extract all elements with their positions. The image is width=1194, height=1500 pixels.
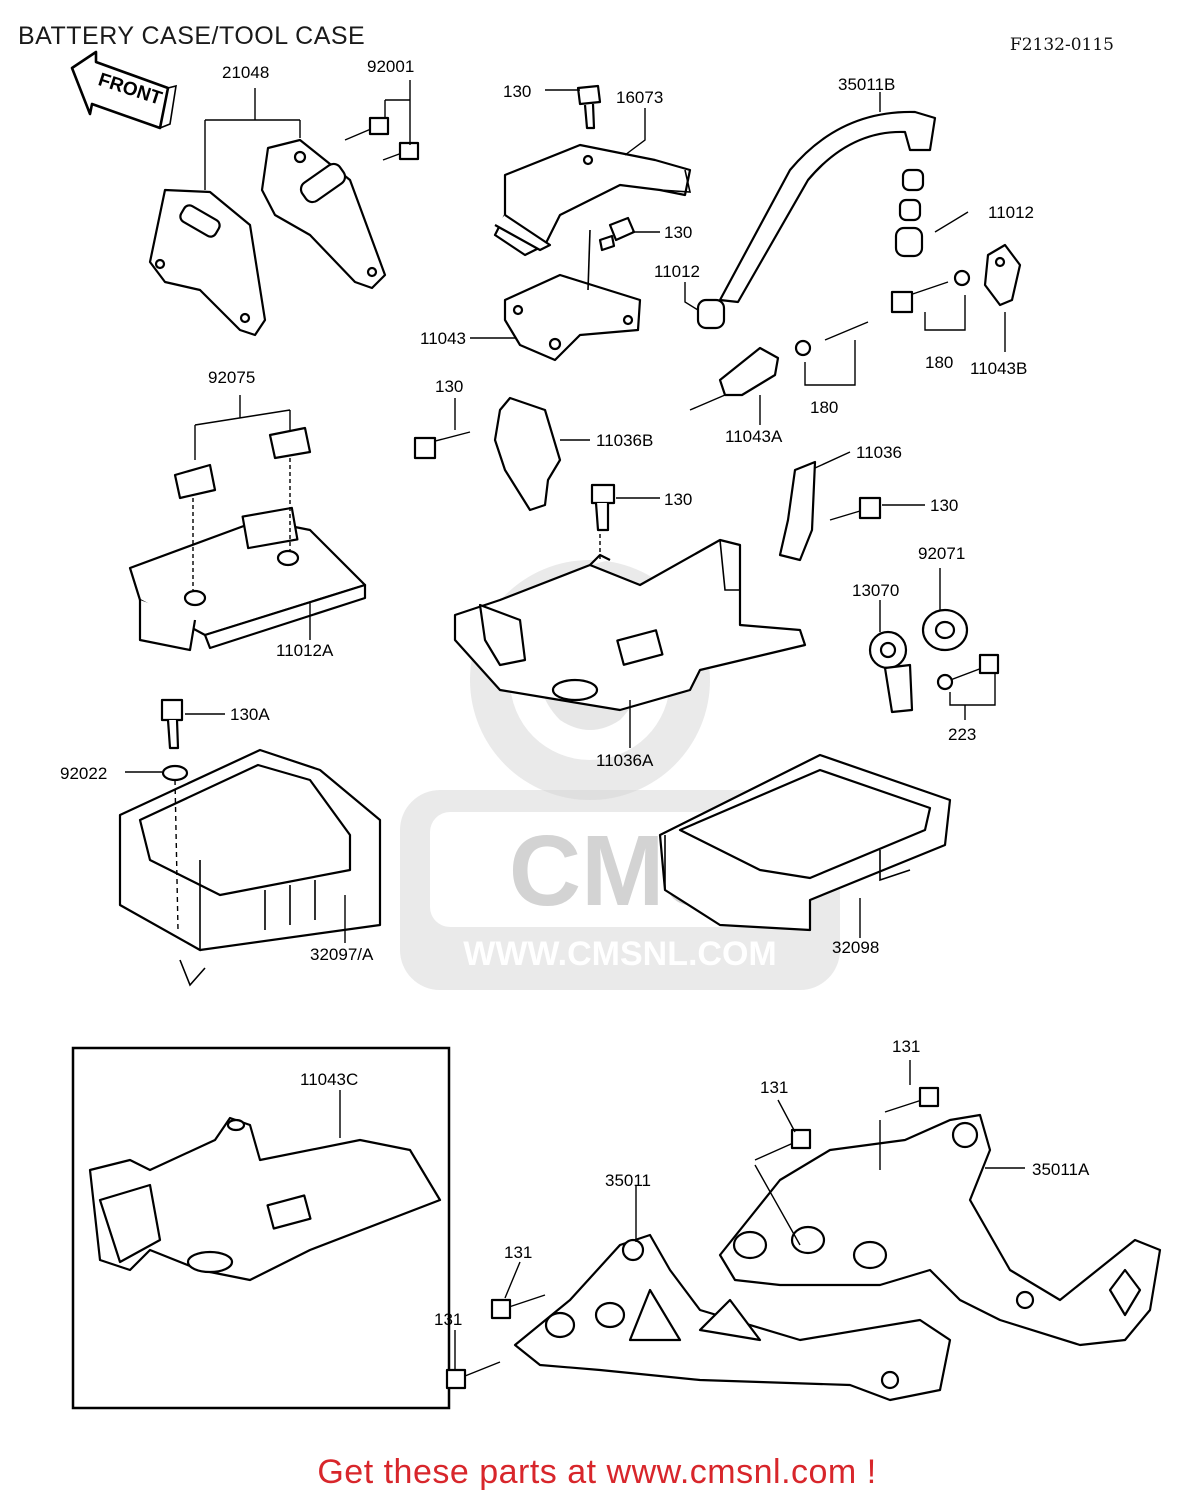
label-130-c: 130 [435, 377, 463, 396]
part-11012-cap [696, 226, 924, 330]
page-title: BATTERY CASE/TOOL CASE [18, 22, 366, 50]
part-223 [936, 653, 1000, 691]
part-21048 [148, 88, 387, 337]
label-131-d: 131 [434, 1310, 462, 1329]
part-130-d [590, 483, 616, 532]
part-11036 [778, 460, 817, 562]
label-131-a: 131 [892, 1037, 920, 1056]
label-131-c: 131 [504, 1243, 532, 1262]
part-35011 [513, 1233, 952, 1402]
part-11043 [503, 229, 642, 362]
part-labels: 21048 92001 130 16073 35011B 11012 130 1… [60, 57, 1090, 1329]
label-130A: 130A [230, 705, 270, 724]
label-11036B: 11036B [596, 431, 653, 450]
part-32097A [118, 698, 382, 987]
label-223: 223 [948, 725, 976, 744]
figure-code: F2132-0115 [1009, 35, 1114, 55]
label-92071: 92071 [918, 544, 965, 563]
label-11036: 11036 [856, 443, 902, 462]
part-92071 [921, 608, 969, 652]
part-11043A [689, 346, 780, 411]
label-92075: 92075 [208, 368, 255, 387]
label-21048: 21048 [222, 63, 269, 82]
label-180-b: 180 [810, 398, 838, 417]
label-11012A: 11012A [276, 641, 334, 660]
label-92001: 92001 [367, 57, 414, 76]
part-130-e [829, 496, 882, 521]
label-11043A: 11043A [725, 427, 783, 446]
label-35011: 35011 [605, 1171, 651, 1190]
label-180-a: 180 [925, 353, 953, 372]
label-32097A: 32097/A [310, 945, 374, 964]
label-13070: 13070 [852, 581, 899, 600]
label-130-top: 130 [503, 82, 531, 101]
part-130-top [576, 84, 602, 130]
label-131-b: 131 [760, 1078, 788, 1097]
label-130-d: 130 [664, 490, 692, 509]
part-11043B [983, 243, 1022, 307]
label-130-b: 130 [664, 223, 692, 242]
part-180 [794, 269, 971, 357]
label-92022: 92022 [60, 764, 107, 783]
part-16073 [493, 143, 692, 257]
label-35011A: 35011A [1032, 1160, 1090, 1179]
label-11043C: 11043C [300, 1070, 358, 1089]
part-92001 [344, 80, 420, 161]
label-32098: 32098 [832, 938, 879, 957]
label-11036A: 11036A [596, 751, 654, 770]
leader-lines [125, 89, 1025, 1370]
label-11012-a: 11012 [988, 203, 1034, 222]
part-131-bolts [445, 1086, 940, 1390]
label-130-e: 130 [930, 496, 958, 515]
label-11043B: 11043B [970, 359, 1027, 378]
part-11036B [413, 396, 562, 512]
label-11012-b: 11012 [654, 262, 700, 281]
label-11043: 11043 [420, 329, 466, 348]
label-16073: 16073 [616, 88, 663, 107]
part-130-b [598, 216, 636, 252]
part-35011A [718, 1113, 1162, 1347]
label-35011B: 35011B [838, 75, 895, 94]
part-13070 [868, 630, 914, 714]
part-35011B [718, 110, 937, 304]
front-arrow: FRONT [70, 50, 177, 130]
inset-11043C [71, 1046, 451, 1410]
part-32098 [658, 753, 952, 932]
part-11036A [453, 520, 807, 712]
part-11012A [128, 395, 367, 652]
cta-link[interactable]: Get these parts at www.cmsnl.com ! [317, 1453, 877, 1491]
watermark-url: WWW.CMSNL.COM [463, 935, 777, 973]
